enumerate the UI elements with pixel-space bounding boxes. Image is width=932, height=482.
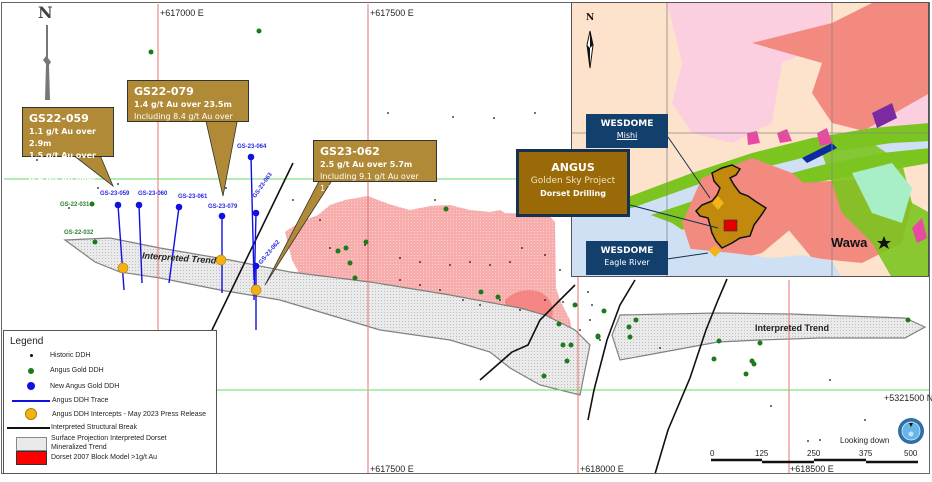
legend-label: New Angus Gold DDH (50, 383, 120, 390)
legend-item-trend: Surface Projection Interpreted Dorset Mi… (4, 433, 214, 453)
hole-label-gs-22-032: GS-22-032 (64, 230, 94, 236)
callout-line: 1.5 g/t Au over 4.0m (29, 151, 96, 172)
legend-item-block-model: Dorset 2007 Block Model >1g/t Au (4, 451, 214, 470)
scale-tick-250: 250 (807, 449, 821, 458)
new-ddh-collars (114, 153, 260, 270)
wesdome-eagle-title: WESDOME (600, 246, 654, 256)
legend-label: Angus DDH Trace (52, 397, 109, 404)
wesdome-mishi-box: WESDOME Mishi (586, 114, 668, 148)
north-label: N (38, 3, 53, 22)
orange-circle-icon (25, 408, 37, 420)
grey-hatched-box-icon (16, 437, 47, 451)
callout-title: GS23-062 (320, 145, 380, 158)
callout-line: Including 8.4 g/t Au over 3.0m (134, 112, 233, 133)
hole-label-gs-23-059: GS-23-059 (100, 191, 130, 197)
hole-label-gs-22-031: GS-22-031 (60, 202, 90, 208)
legend-title: Legend (10, 336, 44, 347)
blue-dot-icon (27, 382, 35, 390)
scale-tick-375: 375 (859, 449, 873, 458)
looking-down-label: Looking down (840, 436, 890, 445)
legend-item-intercepts: Angus DDH Intercepts - May 2023 Press Re… (4, 408, 214, 422)
legend-label: Angus Gold DDH (50, 367, 104, 374)
legend: Legend Historic DDH Angus Gold DDH New A… (3, 330, 217, 474)
inset-map: N WESDOME Mishi WESDOME Eagle River Wawa (571, 2, 929, 277)
wesdome-eagle-box: WESDOME Eagle River (586, 241, 668, 275)
angus-ddh (89, 28, 911, 379)
legend-label: Angus DDH Intercepts - May 2023 Press Re… (52, 411, 207, 418)
callout-line: 1.1 g/t Au over 2.9m (29, 127, 96, 148)
legend-item-angus-ddh: Angus Gold DDH (4, 365, 214, 379)
callout-gs22-059: GS22-059 1.1 g/t Au over 2.9m 1.5 g/t Au… (22, 107, 114, 196)
legend-label: Dorset 2007 Block Model >1g/t Au (51, 454, 158, 461)
blue-line-icon (12, 400, 50, 402)
northing-label-5321500: +5321500 N (884, 393, 932, 403)
scale-tick-500: 500 (904, 449, 918, 458)
angus-title: ANGUS (551, 161, 595, 174)
angus-tagline: Dorset Drilling (540, 189, 606, 198)
small-dot-icon (30, 354, 33, 357)
hole-label-gs-23-060: GS-23-060 (138, 191, 168, 197)
north-arrow-icon (43, 25, 51, 100)
legend-label: Interpreted Structural Break (51, 424, 137, 431)
interpreted-trend-east (611, 312, 927, 361)
wesdome-eagle-subtitle: Eagle River (604, 258, 650, 267)
hole-label-gs-23-061: GS-23-061 (178, 194, 208, 200)
callout-gs22-079: GS22-079 1.4 g/t Au over 23.5m Including… (127, 80, 249, 133)
black-line-icon (7, 427, 50, 429)
legend-label: Mineralized Trend (51, 444, 107, 451)
easting-label-617500-bottom: +617500 E (370, 464, 414, 474)
intercepts (117, 254, 262, 296)
callout-line: 0.9 g/t Au over 6.0m (29, 175, 96, 196)
inset-north-label: N (586, 13, 595, 23)
easting-label-617500-top: +617500 E (370, 8, 414, 18)
legend-label: Historic DDH (50, 352, 91, 359)
hole-label-gs-23-064: GS-23-064 (237, 144, 267, 150)
callout-line: 1.4 g/t Au over 23.5m (134, 100, 232, 109)
scale-bar (711, 458, 918, 464)
callout-title: GS22-059 (29, 112, 89, 125)
legend-item-new-ddh: New Angus Gold DDH (4, 380, 214, 394)
hole-label-gs-23-079: GS-23-079 (208, 204, 238, 210)
legend-label: Surface Projection Interpreted Dorset (51, 435, 167, 442)
legend-item-ddh-trace: Angus DDH Trace (4, 394, 214, 408)
callout-gs23-062: GS23-062 2.5 g/t Au over 5.7m Including … (313, 140, 437, 193)
callout-line: 2.5 g/t Au over 5.7m (320, 160, 413, 169)
wesdome-mishi-title: WESDOME (600, 119, 654, 129)
scale-tick-125: 125 (755, 449, 769, 458)
green-dot-icon (28, 368, 34, 374)
callout-line: Including 9.1 g/t Au over 1.3m (320, 172, 419, 193)
legend-item-structural-break: Interpreted Structural Break (4, 422, 214, 436)
callout-pointers (71, 116, 346, 286)
easting-label-618500-bottom: +618500 E (790, 464, 834, 474)
red-box-icon (16, 451, 47, 465)
easting-label-618000-bottom: +618000 E (580, 464, 624, 474)
angus-subtitle: Golden Sky Project (530, 176, 616, 186)
wawa-label: Wawa (831, 235, 868, 250)
angus-project-box: ANGUS Golden Sky Project Dorset Drilling (516, 149, 630, 217)
view-orb-icon (898, 418, 924, 444)
easting-label-617000-top: +617000 E (160, 8, 204, 18)
trend-label-east: Interpreted Trend (755, 323, 830, 333)
callout-title: GS22-079 (134, 85, 194, 98)
scale-tick-0: 0 (710, 449, 715, 458)
wesdome-mishi-subtitle: Mishi (616, 131, 638, 140)
legend-item-historic-ddh: Historic DDH (4, 350, 214, 364)
inset-geology (572, 3, 928, 276)
